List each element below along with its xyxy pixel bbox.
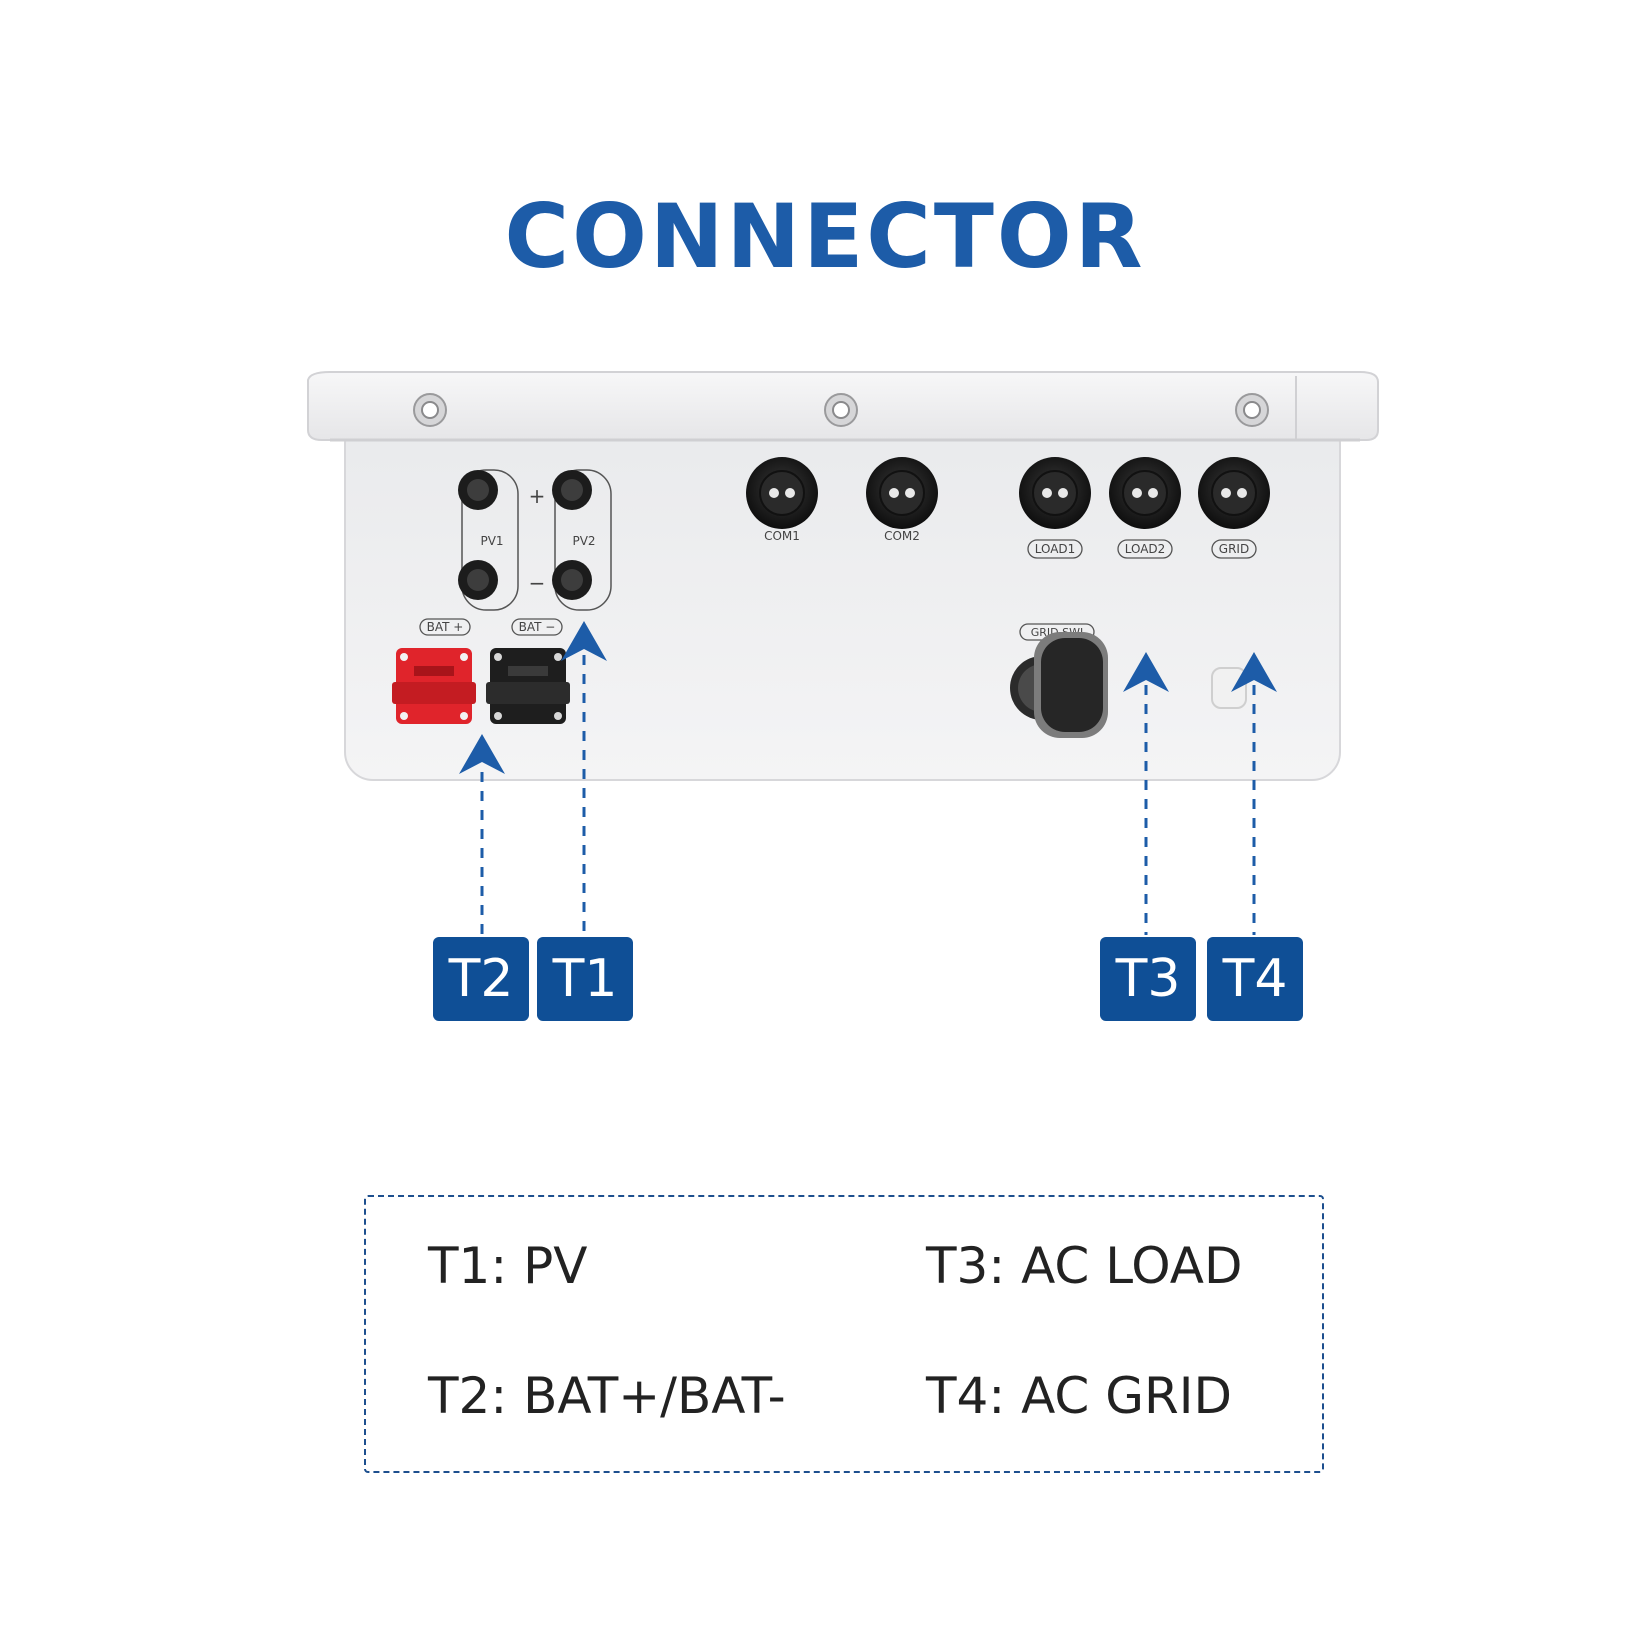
pv2-label: PV2: [572, 534, 595, 548]
load1-label: LOAD1: [1035, 542, 1076, 556]
grid-plug: [1211, 667, 1247, 709]
legend-t3: T3: AC LOAD: [926, 1237, 1243, 1295]
load1-gland: LOAD1: [1019, 457, 1091, 559]
page-title: CONNECTOR: [504, 185, 1146, 288]
legend-box: T1: PV T2: BAT+/BAT- T3: AC LOAD T4: AC …: [364, 1195, 1324, 1473]
screw-left: [413, 393, 447, 427]
grid-label: GRID: [1219, 542, 1249, 556]
pv-connectors: PV1 PV2 + −: [458, 469, 612, 611]
t4-arrowhead: [1231, 652, 1277, 692]
battery-terminals: BAT + BAT −: [392, 618, 570, 724]
screw-center: [824, 393, 858, 427]
t2-arrowhead: [459, 734, 505, 774]
com2-gland: COM2: [866, 457, 938, 543]
bat-plus-label: BAT +: [427, 620, 464, 634]
load2-label: LOAD2: [1125, 542, 1166, 556]
legend-t2: T2: BAT+/BAT-: [428, 1367, 786, 1425]
t3-arrowhead: [1123, 652, 1169, 692]
plus-sign: +: [529, 484, 546, 508]
grid-gland: GRID: [1198, 457, 1270, 559]
tag-t4: T4: [1207, 937, 1303, 1021]
grid-switch: GRID SWI: [1010, 623, 1108, 738]
pv2-positive-connector: [552, 470, 592, 510]
tag-t2: T2: [433, 937, 529, 1021]
tag-t3: T3: [1100, 937, 1196, 1021]
pv2-negative-connector: [552, 560, 592, 600]
com1-gland: COM1: [746, 457, 818, 543]
bat-plus-terminal: [392, 648, 476, 724]
com1-label: COM1: [764, 529, 800, 543]
com2-label: COM2: [884, 529, 920, 543]
minus-sign: −: [529, 571, 546, 595]
legend-t1: T1: PV: [428, 1237, 588, 1295]
pv1-negative-connector: [458, 560, 498, 600]
pv1-label: PV1: [480, 534, 503, 548]
bat-minus-terminal: [486, 648, 570, 724]
t1-arrowhead: [561, 621, 607, 661]
legend-t4: T4: AC GRID: [926, 1367, 1232, 1425]
pv1-positive-connector: [458, 470, 498, 510]
load2-gland: LOAD2: [1109, 457, 1181, 559]
bat-minus-label: BAT −: [519, 620, 556, 634]
tag-t1: T1: [537, 937, 633, 1021]
screw-right: [1235, 393, 1269, 427]
